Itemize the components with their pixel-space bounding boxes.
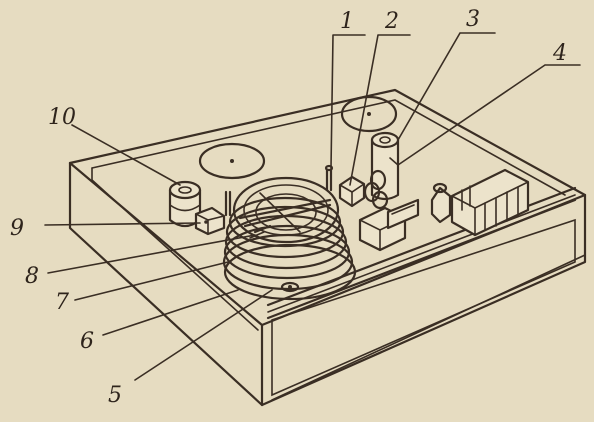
callout-6: 6: [80, 329, 94, 354]
pin-1-and-block-2: [324, 164, 366, 208]
callout-8: 8: [25, 264, 39, 289]
callout-2: 2: [384, 9, 399, 34]
leader-7: [74, 261, 229, 301]
leader-10: [71, 124, 181, 186]
callout-7: 7: [55, 290, 69, 315]
leader-6: [102, 289, 239, 336]
leader-2: [349, 34, 411, 186]
leader-8: [47, 234, 256, 274]
base-box: [68, 88, 587, 407]
callout-1: 1: [340, 9, 354, 34]
right-mechanism: [358, 168, 530, 252]
leader-9: [44, 222, 201, 226]
leader-4: [397, 64, 581, 166]
leader-lines: [44, 32, 581, 381]
coil-assembly: [222, 176, 357, 301]
callout-4: 4: [552, 41, 567, 66]
leader-3: [397, 32, 496, 141]
callout-3: 3: [466, 7, 480, 32]
callout-9: 9: [10, 216, 24, 241]
callout-10: 10: [48, 105, 76, 130]
callout-labels: 1 2 3 4 5 6 7 8 9 10: [10, 7, 567, 408]
column-3-with-chain-4: [363, 131, 400, 210]
callout-5: 5: [108, 383, 122, 408]
spool-10-and-block-9: [168, 180, 226, 236]
leader-5: [134, 289, 273, 381]
leader-1: [330, 34, 366, 169]
dial-circles: [198, 95, 398, 180]
